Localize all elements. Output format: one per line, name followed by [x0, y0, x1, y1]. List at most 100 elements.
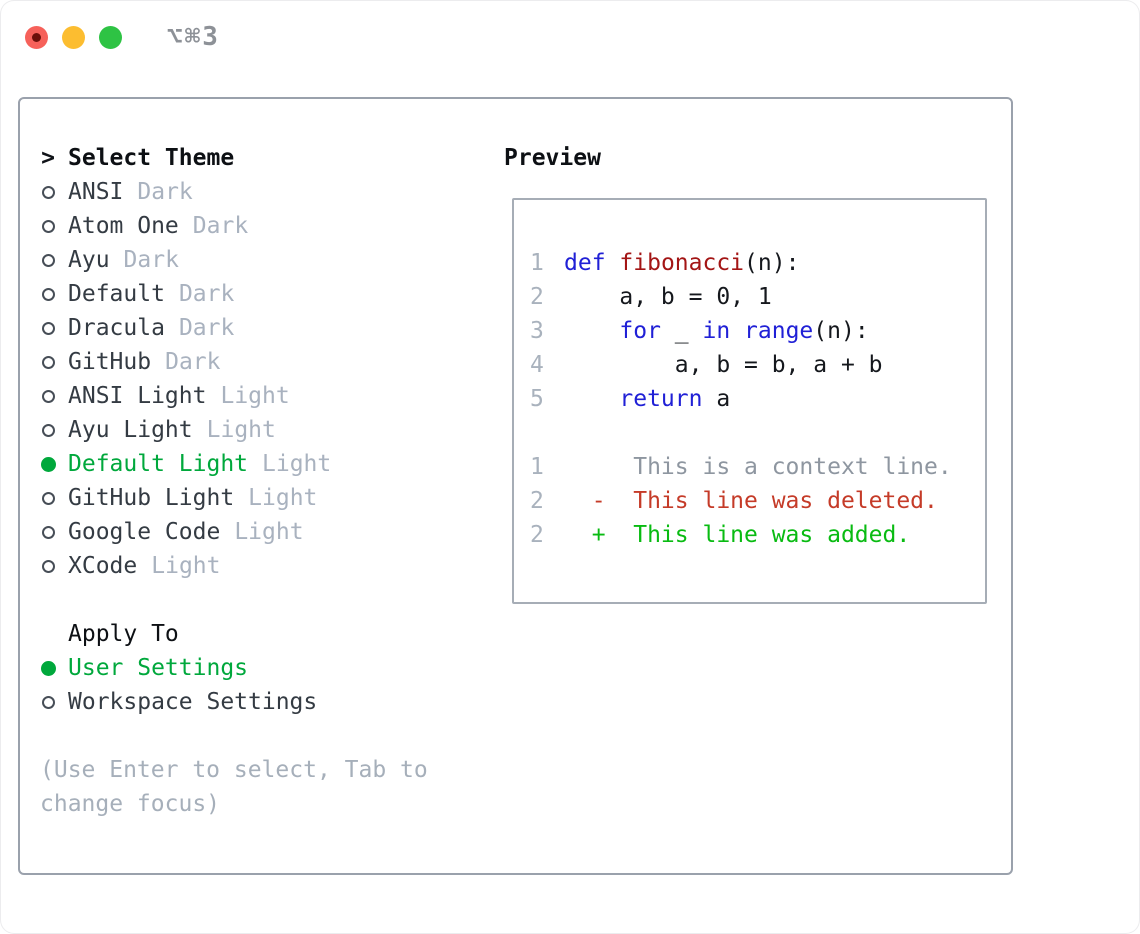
theme-option-default-light[interactable]: Default Light Light: [40, 447, 504, 481]
preview-heading: Preview: [504, 145, 601, 171]
theme-name: ANSI: [68, 179, 124, 205]
select-theme-heading: > Select Theme: [40, 141, 504, 175]
code-content: return a: [564, 386, 730, 412]
theme-variant: Dark: [165, 349, 221, 375]
theme-option-ayu-light[interactable]: Ayu Light Light: [40, 413, 504, 447]
theme-name: GitHub Light: [68, 485, 235, 511]
line-number: 3: [530, 318, 544, 344]
radio-selected-icon: [40, 456, 56, 472]
diff-content: This is a context line.: [564, 454, 952, 480]
radio-selected-icon: [40, 660, 56, 676]
code-token: fibonacci: [619, 250, 745, 276]
line-number: 5: [530, 386, 544, 412]
theme-variant: Dark: [178, 281, 235, 307]
radio-icon: [41, 355, 55, 369]
focus-caret-icon: >: [41, 145, 55, 171]
code-token: [606, 250, 620, 276]
code-token: (n):: [744, 250, 800, 276]
line-number: 2: [530, 284, 544, 310]
theme-option-atom-one-dark[interactable]: Atom One Dark: [40, 209, 504, 243]
theme-option-xcode[interactable]: XCode Light: [40, 549, 504, 583]
code-token: a, b = b, a + b: [564, 352, 883, 378]
radio-icon: [41, 219, 55, 233]
code-line: 3 for _ in range(n):: [530, 314, 985, 348]
theme-variant: Light: [151, 553, 221, 579]
titlebar: ⌥⌘3: [25, 22, 220, 52]
radio-icon: [41, 695, 55, 709]
zoom-button[interactable]: [99, 25, 122, 49]
radio-icon: [41, 423, 55, 437]
theme-name: ANSI Light: [68, 383, 207, 409]
code-token: for: [619, 318, 661, 344]
apply-option-workspace-settings[interactable]: Workspace Settings: [40, 685, 504, 719]
code-token: [730, 318, 744, 344]
close-button[interactable]: [25, 25, 48, 49]
code-token: in: [702, 318, 731, 344]
code-content: def fibonacci(n):: [564, 250, 799, 276]
apply-option-label: User Settings: [68, 655, 249, 681]
code-content: for _ in range(n):: [564, 318, 869, 344]
theme-option-ansi-light[interactable]: ANSI Light Light: [40, 379, 504, 413]
select-theme-title: Select Theme: [68, 145, 235, 171]
diff-deleted-line: 2 - This line was deleted.: [530, 484, 985, 518]
radio-icon: [41, 491, 55, 505]
theme-name: Google Code: [68, 519, 221, 545]
minimize-button[interactable]: [62, 25, 85, 49]
theme-option-ansi-dark[interactable]: ANSI Dark: [40, 175, 504, 209]
theme-variant: Dark: [192, 213, 249, 239]
code-token: _: [660, 318, 703, 344]
diff-content: - This line was deleted.: [564, 488, 938, 514]
radio-icon: [41, 185, 55, 199]
spacer: [40, 583, 504, 617]
radio-icon: [41, 389, 55, 403]
apply-to-title: Apply To: [68, 621, 179, 647]
code-token: (n):: [813, 318, 869, 344]
theme-variant: Light: [234, 519, 304, 545]
radio-icon: [41, 287, 55, 301]
code-token: a: [702, 386, 731, 412]
theme-name: Default: [68, 281, 165, 307]
theme-variant: Dark: [178, 315, 235, 341]
line-number: 1: [530, 250, 544, 276]
code-token: return: [619, 386, 703, 412]
apply-to-heading: Apply To: [40, 617, 504, 651]
theme-name: XCode: [68, 553, 138, 579]
line-number: 2: [530, 488, 544, 514]
radio-icon: [41, 253, 55, 267]
radio-icon: [41, 321, 55, 335]
code-line: 5 return a: [530, 382, 985, 416]
code-token: [564, 318, 619, 344]
theme-option-ayu-dark[interactable]: Ayu Dark: [40, 243, 504, 277]
apply-option-user-settings[interactable]: User Settings: [40, 651, 504, 685]
theme-variant: Light: [248, 485, 318, 511]
blank-line: [530, 416, 985, 450]
code-content: a, b = b, a + b: [564, 352, 883, 378]
code-line: 1 def fibonacci(n):: [530, 246, 985, 280]
help-text: (Use Enter to select, Tab to change focu…: [40, 757, 428, 817]
theme-option-default-dark[interactable]: Default Dark: [40, 277, 504, 311]
theme-option-github-dark[interactable]: GitHub Dark: [40, 345, 504, 379]
theme-option-google-code[interactable]: Google Code Light: [40, 515, 504, 549]
line-number: 2: [530, 522, 544, 548]
theme-variant: Dark: [137, 179, 193, 205]
theme-picker-dialog: > Select Theme ANSI Dark Atom One Dark A…: [18, 97, 1013, 875]
line-number: 4: [530, 352, 544, 378]
theme-variant: Dark: [123, 247, 179, 273]
code-content: a, b = 0, 1: [564, 284, 772, 310]
code-token: a, b = 0, 1: [564, 284, 772, 310]
close-dot-icon: [32, 32, 41, 42]
diff-context-line: 1 This is a context line.: [530, 450, 985, 484]
theme-option-dracula-dark[interactable]: Dracula Dark: [40, 311, 504, 345]
theme-name: Ayu Light: [68, 417, 193, 443]
theme-option-github-light[interactable]: GitHub Light Light: [40, 481, 504, 515]
code-preview-box: 1 def fibonacci(n): 2 a, b = 0, 1 3 for …: [512, 198, 987, 604]
diff-content: + This line was added.: [564, 522, 911, 548]
diff-added-line: 2 + This line was added.: [530, 518, 985, 552]
line-number: 1: [530, 454, 544, 480]
theme-variant: Light: [262, 451, 332, 477]
theme-name: Default Light: [68, 451, 249, 477]
theme-variant: Light: [206, 417, 276, 443]
radio-icon: [41, 525, 55, 539]
code-line: 4 a, b = b, a + b: [530, 348, 985, 382]
